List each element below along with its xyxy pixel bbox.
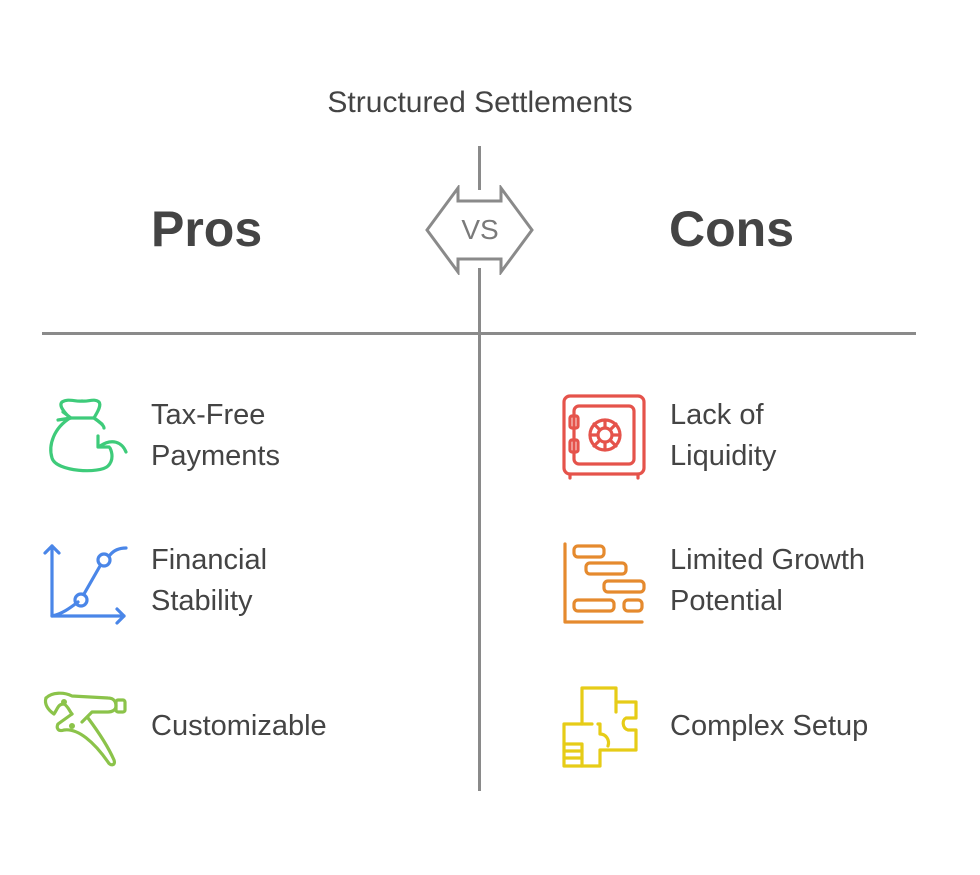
item-label-line1: Tax-Free <box>151 399 266 431</box>
safe-vault-icon <box>556 390 646 480</box>
horizontal-divider-right <box>479 332 916 335</box>
diagram-title: Structured Settlements <box>327 86 633 119</box>
item-label: Limited Growth Potential <box>670 540 865 622</box>
item-label-line2: Payments <box>151 440 280 472</box>
vs-label: VS <box>461 214 499 245</box>
item-label-line1: Customizable <box>151 710 327 742</box>
item-label: Lack of Liquidity <box>670 395 776 477</box>
item-label-line1: Lack of <box>670 399 764 431</box>
floor-plan-icon <box>556 684 646 774</box>
vertical-divider-top <box>478 146 481 190</box>
item-label: Customizable <box>151 706 327 747</box>
item-label-line2: Potential <box>670 585 783 617</box>
horizontal-divider-left <box>42 332 479 335</box>
line-graph-icon <box>38 536 128 626</box>
vs-double-arrow-icon <box>424 185 536 275</box>
item-label: Tax-Free Payments <box>151 395 280 477</box>
money-bag-return-icon <box>38 390 128 480</box>
item-label-line2: Stability <box>151 585 253 617</box>
pros-heading: Pros <box>151 201 263 257</box>
item-label-line1: Financial <box>151 544 268 576</box>
vertical-divider-bottom <box>478 268 481 791</box>
item-label: Financial Stability <box>151 540 267 622</box>
item-label-line2: Liquidity <box>670 440 777 472</box>
gantt-chart-icon <box>556 538 646 628</box>
cons-heading: Cons <box>669 201 794 257</box>
locking-pliers-icon <box>38 684 128 774</box>
item-label-line1: Limited Growth <box>670 544 866 576</box>
item-label-line1: Complex Setup <box>670 710 869 742</box>
item-label: Complex Setup <box>670 706 868 747</box>
